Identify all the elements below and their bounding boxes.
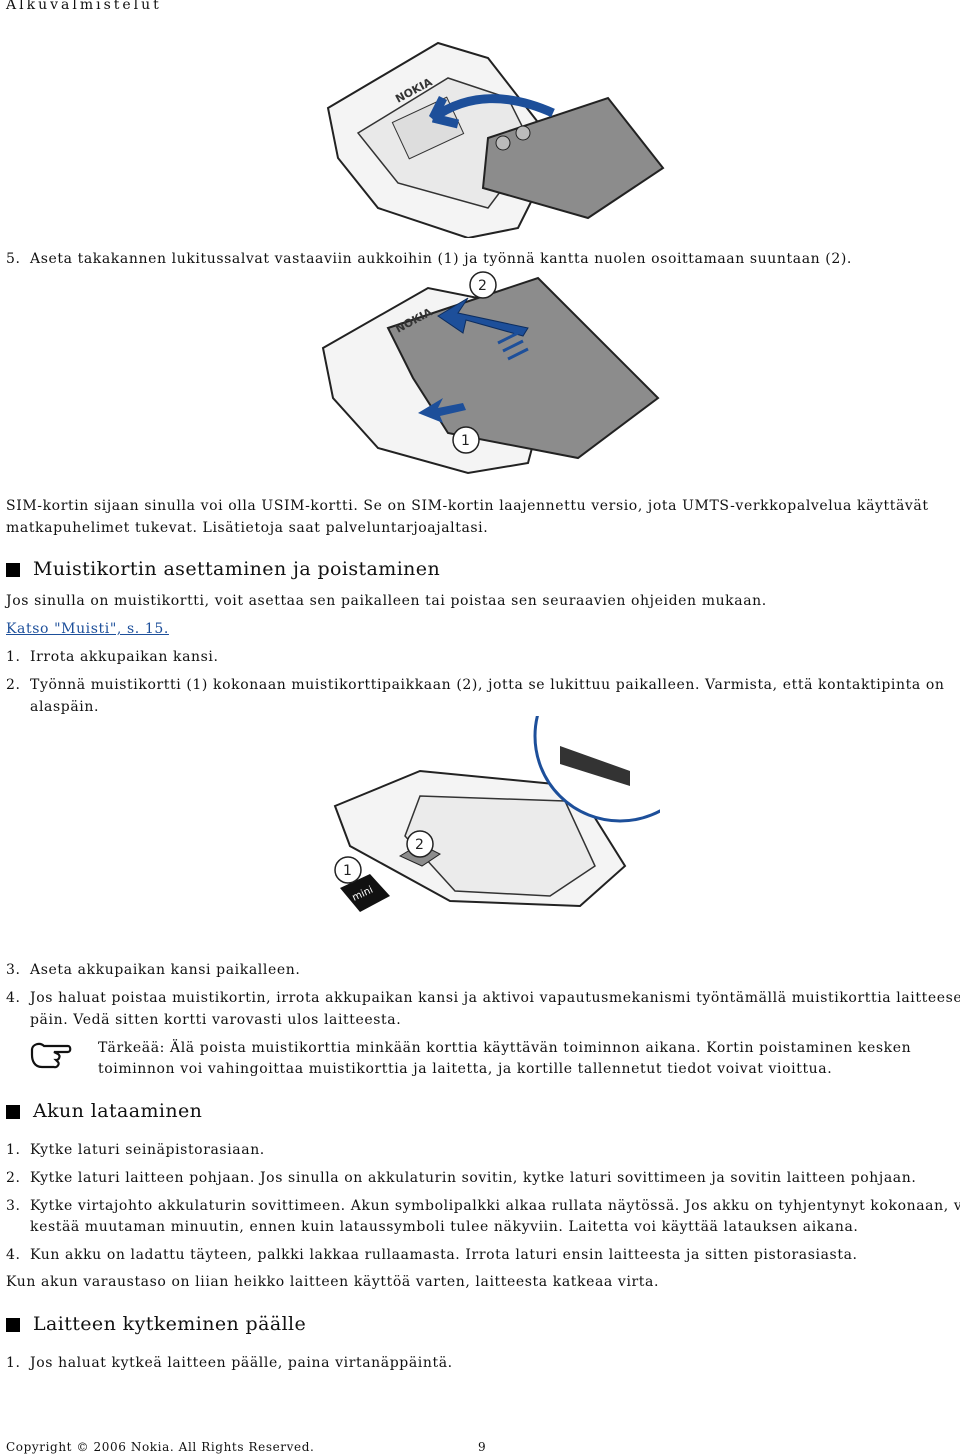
charging-step-2: 2.Kytke laturi laitteen pohjaan. Jos sin… [6, 1170, 917, 1186]
figure-attach-cover: NOKIA 2 1 [321, 271, 660, 475]
pointing-hand-icon [30, 1042, 72, 1069]
memory-step-4: 4.Jos haluat poistaa muistikortin, irrot… [6, 990, 960, 1006]
charging-step-1: 1.Kytke laturi seinäpistorasiaan. [6, 1142, 265, 1158]
sim-note-line-2: matkapuhelimet tukevat. Lisätietoja saat… [6, 520, 489, 536]
figure-remove-cover: NOKIA [326, 41, 665, 238]
section-title-charging: Akun lataaminen [33, 1100, 203, 1122]
notice-label: Tärkeää: [98, 1040, 165, 1056]
callout-1-icon [334, 856, 362, 884]
notice-line-1: Tärkeää: Älä poista muistikorttia minkää… [98, 1040, 912, 1056]
memory-intro: Jos sinulla on muistikortti, voit asetta… [6, 593, 767, 609]
charging-step-4: 4.Kun akku on ladattu täyteen, palkki la… [6, 1247, 858, 1263]
running-header: Alkuvalmistelut [6, 0, 162, 13]
charging-note: Kun akun varaustaso on liian heikko lait… [6, 1274, 660, 1290]
cover-screw [495, 135, 511, 151]
memory-step-1: 1.Irrota akkupaikan kansi. [6, 649, 219, 665]
memory-card-icon [340, 874, 390, 912]
notice-line-2: toiminnon voi vahingoittaa muistikorttia… [98, 1061, 833, 1077]
arrow-icon [418, 398, 466, 423]
memory-step-4-cont: päin. Vedä sitten kortti varovasti ulos … [30, 1012, 402, 1028]
charging-step-3-cont: kestää muutaman minuutin, ennen kuin lat… [30, 1219, 859, 1235]
callout-1-icon [452, 426, 480, 454]
link-muisti[interactable]: Katso "Muisti", s. 15. [6, 621, 169, 637]
slot-detail [560, 746, 630, 786]
callout-2-icon [406, 830, 434, 858]
page-number: 9 [478, 1440, 487, 1454]
callout-2-label: 2 [415, 837, 424, 853]
arrow-icon [437, 297, 529, 337]
callout-2-icon [469, 271, 497, 299]
section-title-memory: Muistikortin asettaminen ja poistaminen [33, 558, 441, 580]
figure-insert-memory-card: mini 1 2 [333, 716, 660, 912]
step-5: 5.Aseta takakannen lukitussalvat vastaav… [6, 251, 852, 267]
section-title-power: Laitteen kytkeminen päälle [33, 1313, 307, 1335]
callout-1-label: 1 [461, 433, 470, 449]
cover-screw [515, 125, 531, 141]
power-step-1: 1.Jos haluat kytkeä laitteen päälle, pai… [6, 1355, 453, 1371]
memory-step-3: 3.Aseta akkupaikan kansi paikalleen. [6, 962, 301, 978]
square-bullet-icon [6, 1318, 20, 1332]
square-bullet-icon [6, 1105, 20, 1119]
arrow-icon [428, 94, 555, 129]
sim-note-line-1: SIM-kortin sijaan sinulla voi olla USIM-… [6, 498, 929, 514]
square-bullet-icon [6, 563, 20, 577]
footer-copyright: Copyright © 2006 Nokia. All Rights Reser… [6, 1440, 315, 1454]
charging-step-3: 3.Kytke virtajohto akkulaturin sovittime… [6, 1198, 960, 1214]
callout-1-label: 1 [343, 863, 352, 879]
memory-step-2-cont: alaspäin. [30, 699, 100, 715]
memory-step-2: 2.Työnnä muistikortti (1) kokonaan muist… [6, 677, 945, 693]
callout-2-label: 2 [478, 278, 487, 294]
grip-lines-icon [497, 331, 529, 361]
